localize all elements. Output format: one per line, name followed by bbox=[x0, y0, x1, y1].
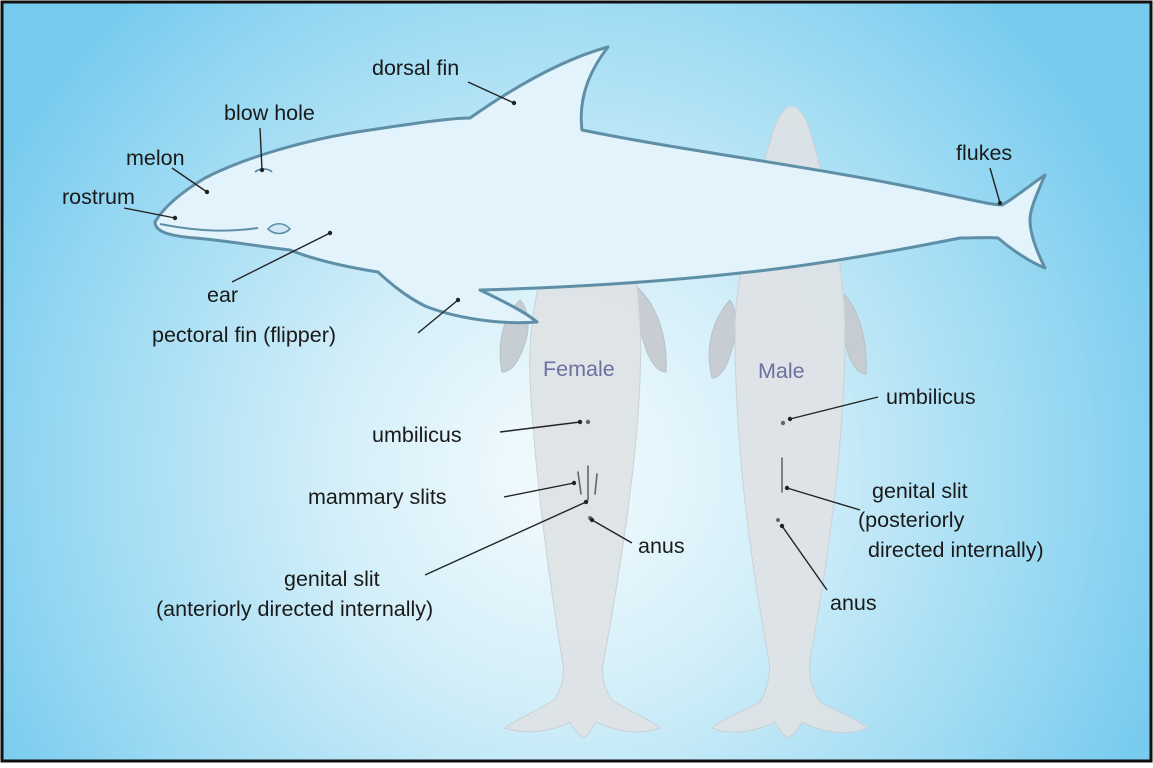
label-melon: melon bbox=[126, 146, 185, 170]
male-umbilicus-mark bbox=[781, 421, 785, 425]
label-blow-hole: blow hole bbox=[224, 101, 315, 125]
label-male-anus: anus bbox=[830, 591, 877, 615]
label-flukes: flukes bbox=[956, 141, 1012, 165]
eye bbox=[268, 224, 290, 234]
male-anus-mark bbox=[776, 518, 780, 522]
label-male-genital-slit-line1: genital slit bbox=[872, 479, 968, 503]
label-female-umbilicus: umbilicus bbox=[372, 423, 462, 447]
label-female-mammary-slits: mammary slits bbox=[308, 485, 447, 509]
label-pectoral-fin: pectoral fin (flipper) bbox=[152, 323, 336, 347]
label-female: Female bbox=[543, 357, 615, 381]
label-male: Male bbox=[758, 359, 805, 383]
label-ear: ear bbox=[207, 283, 238, 307]
female-umbilicus-mark bbox=[586, 420, 590, 424]
label-female-genital-slit-line2: (anteriorly directed internally) bbox=[156, 597, 433, 621]
label-female-anus: anus bbox=[638, 534, 685, 558]
label-rostrum: rostrum bbox=[62, 185, 135, 209]
label-female-genital-slit-line1: genital slit bbox=[284, 567, 380, 591]
label-male-genital-slit-line3: directed internally) bbox=[868, 538, 1044, 562]
label-male-genital-slit-line2: (posteriorly bbox=[858, 508, 965, 532]
label-dorsal-fin: dorsal fin bbox=[372, 56, 459, 80]
label-male-umbilicus: umbilicus bbox=[886, 385, 976, 409]
